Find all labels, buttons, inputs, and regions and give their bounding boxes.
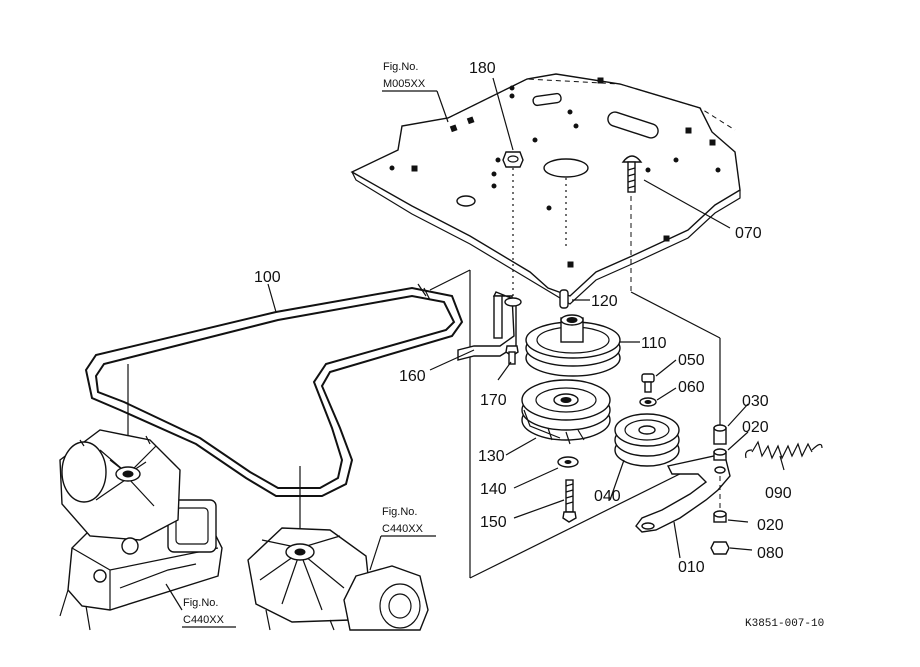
callout-040: 040 (594, 488, 621, 505)
part-080-nut (710, 541, 753, 555)
deck-plate (350, 73, 741, 305)
part-050-bolt (641, 359, 677, 393)
callout-110: 110 (641, 335, 667, 352)
callout-010: 010 (678, 559, 705, 576)
callout-030: 030 (742, 393, 769, 410)
part-010-tension-arm (635, 455, 731, 559)
callout-090: 090 (765, 485, 792, 502)
part-040-idler-pulley (609, 413, 680, 501)
callout-070: 070 (735, 225, 762, 242)
callout-150: 150 (480, 514, 507, 531)
part-180-nut (492, 77, 524, 300)
callout-180: 180 (469, 60, 496, 77)
callout-020-lower: 020 (757, 517, 784, 534)
part-150-bolt (513, 479, 577, 523)
fig-ref-right-code: C440XX (382, 523, 424, 535)
part-120-key (559, 289, 590, 309)
callout-020-upper: 020 (742, 419, 769, 436)
part-140-washer (513, 456, 579, 489)
part-060-washer (639, 387, 677, 407)
fig-ref-left: Fig.No. C440XX (165, 583, 236, 628)
part-070-bolt (621, 155, 731, 425)
callout-080: 080 (757, 545, 784, 562)
fig-ref-top: Fig.No. M005XX (382, 61, 449, 123)
drawing-code: K3851-007-10 (745, 618, 824, 630)
callout-160: 160 (399, 368, 426, 385)
callout-170: 170 (480, 392, 507, 409)
fig-ref-left-code: C440XX (183, 614, 225, 626)
callout-100: 100 (254, 269, 281, 286)
callout-130: 130 (478, 448, 505, 465)
left-transmission (59, 429, 223, 631)
right-transmission (247, 527, 429, 631)
part-130-clutch (505, 379, 611, 456)
fig-ref-right-label: Fig.No. (382, 506, 417, 518)
part-170-bolt (497, 345, 519, 381)
part-030-collar (713, 403, 749, 445)
fig-ref-top-code: M005XX (383, 78, 426, 90)
fig-ref-right: Fig.No. C440XX (369, 506, 436, 571)
part-160-bracket (429, 291, 522, 371)
callout-060: 060 (678, 379, 705, 396)
callout-050: 050 (678, 352, 705, 369)
part-020-bushing-lower (713, 510, 749, 523)
fig-ref-top-label: Fig.No. (383, 61, 418, 73)
part-100-belt (84, 283, 464, 530)
part-020-bushing-upper (713, 431, 749, 461)
part-090-spring (745, 440, 823, 471)
callout-120: 120 (591, 293, 618, 310)
fig-ref-left-label: Fig.No. (183, 597, 218, 609)
part-110-pulley (525, 314, 640, 377)
callout-140: 140 (480, 481, 507, 498)
